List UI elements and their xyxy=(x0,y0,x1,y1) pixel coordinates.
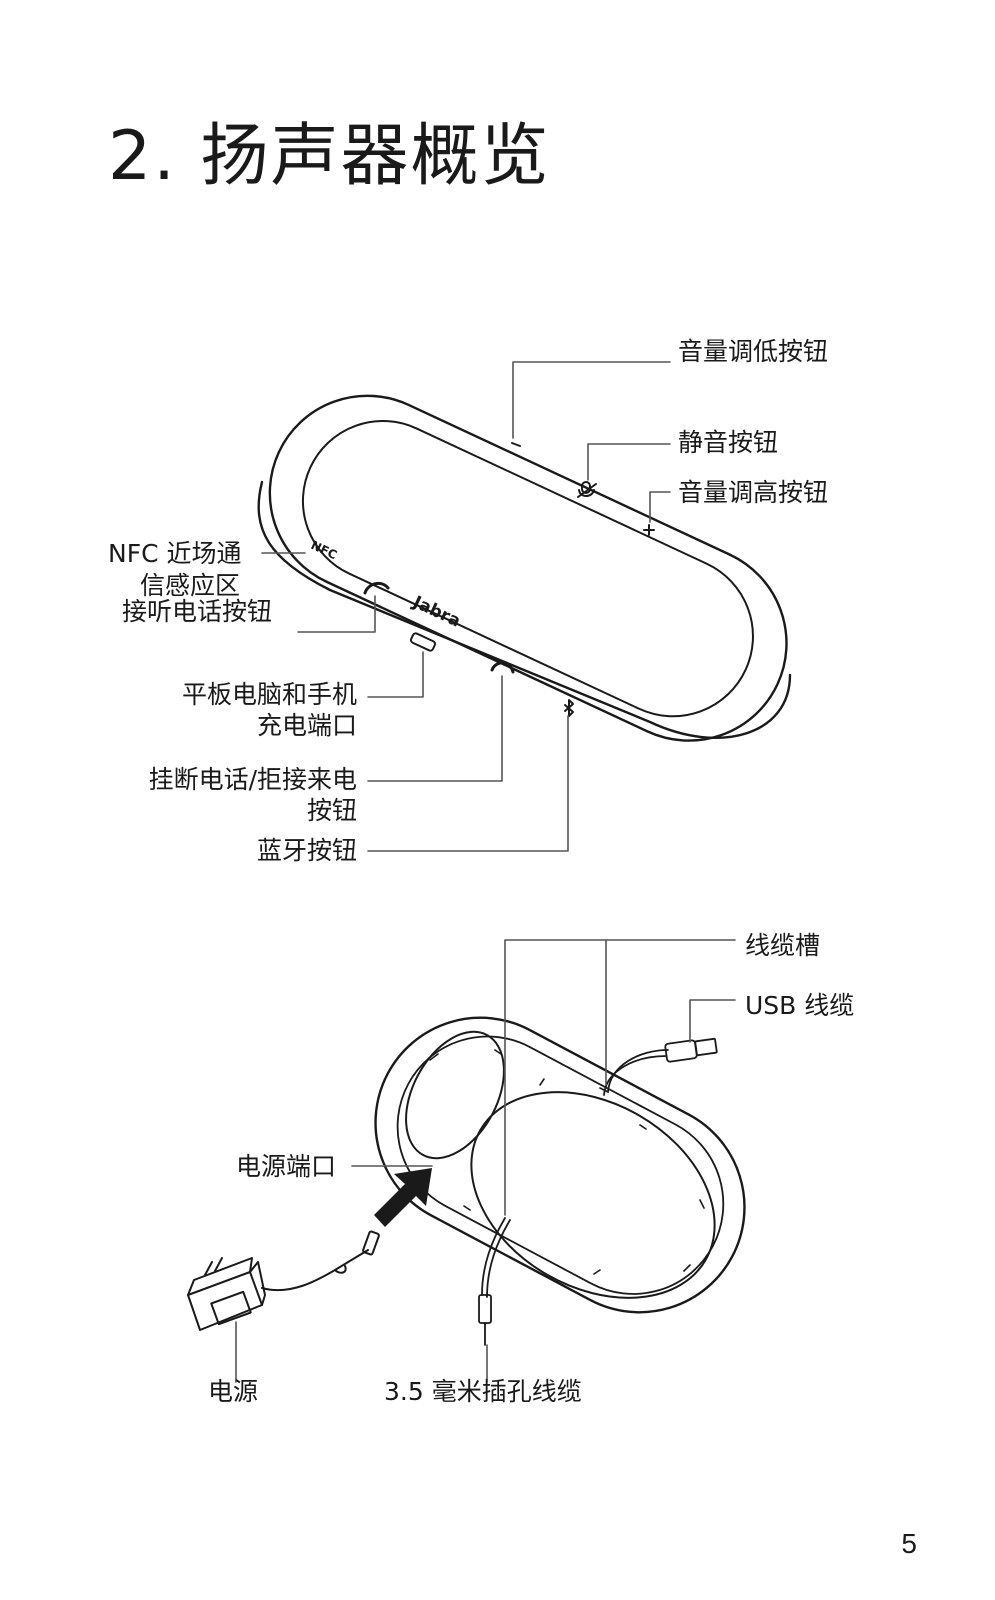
leader-bluetooth xyxy=(367,715,569,852)
leader-cable-slot xyxy=(504,939,736,1216)
charge-port-slot xyxy=(409,632,437,652)
label-charge-port-line2: 充电端口 xyxy=(256,711,357,740)
label-volume-down: 音量调低按钮 xyxy=(678,337,829,366)
mute-mic-icon xyxy=(577,481,597,498)
speaker-markings xyxy=(363,442,655,717)
speaker-outer-rim xyxy=(268,394,788,742)
power-adapter-graphic xyxy=(187,1230,380,1331)
page-title: 2. 扬声器概览 xyxy=(108,117,551,196)
cable-channel-left xyxy=(405,1030,505,1160)
bluetooth-icon xyxy=(564,699,574,717)
label-power-supply: 电源 xyxy=(208,1377,259,1406)
leader-mute xyxy=(587,443,671,481)
label-charge-port-line1: 平板电脑和手机 xyxy=(181,680,357,709)
underside-inner-rim xyxy=(396,1035,725,1295)
nfc-marking: NFC xyxy=(309,538,340,562)
leader-answer-call xyxy=(297,595,376,633)
cable-channel-right xyxy=(470,1091,716,1299)
leader-end-call xyxy=(367,675,503,782)
label-cable-slot: 线缆槽 xyxy=(745,931,821,960)
label-end-call-line1: 挂断电话/拒接来电 xyxy=(148,765,357,794)
arrow-to-power-port xyxy=(374,1168,432,1227)
label-end-call-line2: 按钮 xyxy=(306,796,357,825)
leader-volume-up xyxy=(649,491,671,523)
label-jack-cable: 3.5 毫米插孔线缆 xyxy=(384,1377,582,1406)
label-nfc-line2: 信感应区 xyxy=(140,571,241,600)
label-power-port: 电源端口 xyxy=(236,1152,337,1181)
answer-call-icon xyxy=(363,581,390,595)
leader-volume-down xyxy=(512,361,671,439)
minus-icon xyxy=(511,442,521,447)
speaker-inner-grille xyxy=(301,420,754,718)
leader-usb-cable xyxy=(689,999,736,1043)
label-answer-call: 接听电话按钮 xyxy=(122,597,273,626)
label-bluetooth: 蓝牙按钮 xyxy=(256,836,357,865)
plus-icon xyxy=(643,524,655,536)
end-call-icon xyxy=(490,661,515,674)
jack-cable-graphic xyxy=(478,1217,511,1346)
label-mute: 静音按钮 xyxy=(678,428,779,457)
speaker-top-view xyxy=(257,394,792,742)
underside-outer-rim xyxy=(374,1016,746,1314)
callout-lines-bottom xyxy=(235,939,736,1383)
speaker-bottom-view xyxy=(374,1016,746,1314)
speaker-side-edge xyxy=(257,480,792,740)
label-nfc-line1: NFC 近场通 xyxy=(108,539,242,568)
leader-charge-port xyxy=(367,651,424,698)
label-usb-cable: USB 线缆 xyxy=(745,991,855,1020)
label-volume-up: 音量调高按钮 xyxy=(678,478,829,507)
usb-cable-graphic xyxy=(603,1037,718,1096)
page-number: 5 xyxy=(901,1528,917,1559)
callout-lines-top xyxy=(261,361,671,852)
